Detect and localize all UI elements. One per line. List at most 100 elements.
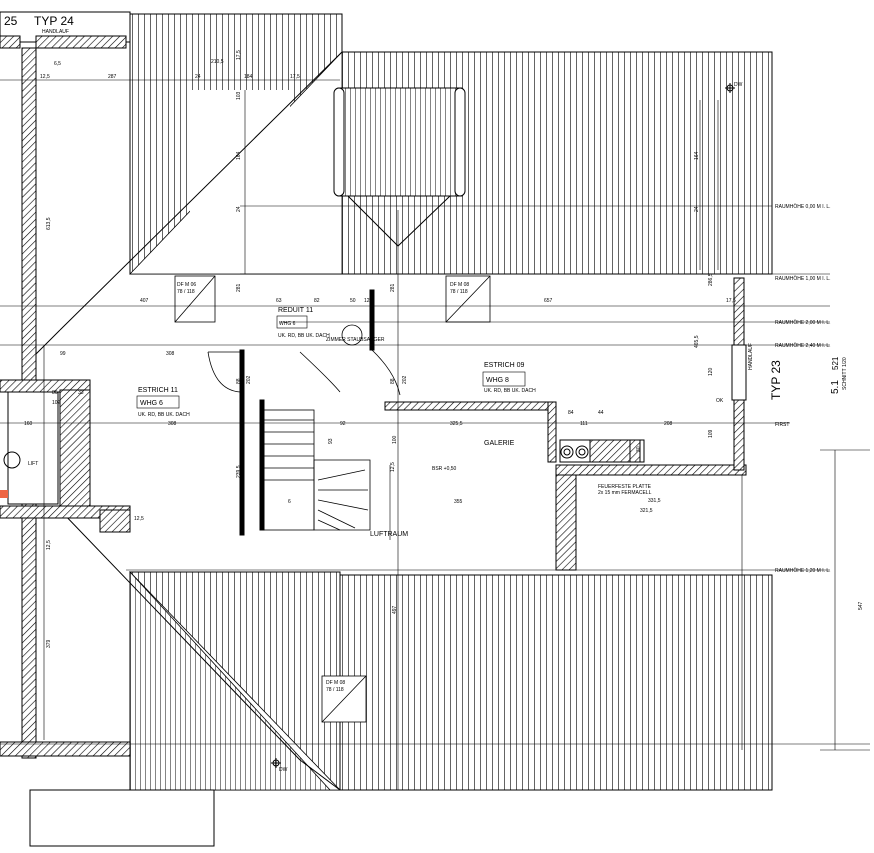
dim-3215: 321,5 bbox=[640, 508, 653, 514]
raumhoehe-12: RAUMHÖHE 1,20 M I. L. bbox=[775, 567, 831, 574]
dim-175c: 17,5 bbox=[726, 298, 736, 304]
dim-210: 210,5 bbox=[211, 59, 224, 65]
window-top1-size: 78 / 118 bbox=[177, 289, 195, 295]
dim-24b: 24 bbox=[236, 206, 242, 212]
vertical-lines bbox=[43, 90, 870, 790]
dim-379: 379 bbox=[46, 639, 52, 648]
window-top1-id: DF M 06 bbox=[177, 282, 196, 288]
ok-label: OK bbox=[716, 398, 724, 404]
notes: FIRST FEUERFESTE PLATTE 2x 15 mm FERMACE… bbox=[279, 82, 789, 773]
dim-160: 160 bbox=[24, 421, 33, 427]
dim-208: 208 bbox=[664, 421, 673, 427]
dim-82: 82 bbox=[314, 298, 320, 304]
dim-3255: 325,5 bbox=[450, 421, 463, 427]
window-bottom-id: DF M 08 bbox=[326, 680, 345, 686]
dim-100: 100 bbox=[392, 435, 398, 444]
dim-84: 84 bbox=[568, 410, 574, 416]
raumhoehe-2: RAUMHÖHE 2,00 M I. L. bbox=[775, 319, 831, 326]
dim-99: 99 bbox=[60, 351, 66, 357]
lift-label: LIFT bbox=[28, 461, 38, 467]
fermacell-label: 2x 15 mm FERMACELL bbox=[598, 490, 652, 496]
dim-103: 103 bbox=[236, 91, 242, 100]
dim-184: 184 bbox=[244, 74, 253, 80]
estrich-09-info: UK. RD, BB UK. DACH bbox=[484, 388, 536, 394]
dim-125a: 12,5 bbox=[40, 74, 50, 80]
estrich-09-whg: WHG 8 bbox=[486, 377, 509, 384]
markers bbox=[271, 83, 735, 768]
dim-175a: 17,5 bbox=[236, 50, 242, 60]
window-bottom-size: 78 / 118 bbox=[326, 687, 344, 693]
dim-6135: 613,5 bbox=[46, 217, 52, 230]
dim-30: 30 bbox=[636, 446, 642, 452]
dim-657: 657 bbox=[544, 298, 553, 304]
dim-308b: 308 bbox=[168, 421, 177, 427]
dim-24a: 24 bbox=[195, 74, 201, 80]
raumhoehe-24: RAUMHÖHE 2,40 M I. L. bbox=[775, 342, 831, 349]
reduit-whg: WHG 6 bbox=[279, 321, 296, 327]
dim-2395: 239,5 bbox=[236, 465, 242, 478]
dim-125d: 12,5 bbox=[134, 516, 144, 522]
typ-23-label: TYP 23 bbox=[769, 360, 783, 400]
typ-24-label: TYP 24 bbox=[34, 14, 74, 28]
height-lines bbox=[0, 79, 870, 745]
dim-92: 92 bbox=[340, 421, 346, 427]
dim-202b: 202 bbox=[402, 375, 408, 384]
window-top2-id: DF M 08 bbox=[450, 282, 469, 288]
dim-93: 93 bbox=[328, 438, 334, 444]
left-walls bbox=[0, 11, 215, 847]
dimensions-horizontal: 287 210,5 6,5 12,5 24 184 17,5 407 63 82… bbox=[24, 59, 736, 522]
dim-308a: 308 bbox=[166, 351, 175, 357]
dim-547: 547 bbox=[858, 601, 864, 610]
dim-287: 287 bbox=[108, 74, 117, 80]
roof-ridge-lines bbox=[34, 51, 343, 791]
roof-windows bbox=[174, 275, 491, 723]
dim-24c: 24 bbox=[694, 206, 700, 212]
dim-281b: 281 bbox=[390, 283, 396, 292]
dim-164b: 164 bbox=[694, 151, 700, 160]
header-labels: 25 TYP 24 HANDLAUF bbox=[4, 14, 74, 35]
dim-50: 50 bbox=[350, 298, 356, 304]
dim-125c: 12,5 bbox=[390, 462, 396, 472]
dim-109: 109 bbox=[708, 429, 714, 438]
estrich-11-info: UK. RD, BB UK. DACH bbox=[138, 412, 190, 418]
dim-44: 44 bbox=[598, 410, 604, 416]
dim-3315: 331,5 bbox=[648, 498, 661, 504]
luftraum-label: LUFTRAUM bbox=[370, 531, 408, 538]
dim-4655: 465,5 bbox=[694, 335, 700, 348]
dim-407: 407 bbox=[140, 298, 149, 304]
schnitt-label: SCHNITT 1/20 bbox=[842, 357, 848, 390]
dim-355: 355 bbox=[454, 499, 463, 505]
dim-202a: 202 bbox=[246, 375, 252, 384]
room-labels: ESTRICH 11 WHG 6 UK. RD, BB UK. DACH EST… bbox=[28, 307, 536, 538]
dim-175b: 17,5 bbox=[290, 74, 300, 80]
staircase bbox=[263, 409, 371, 531]
side-label: TYP 23 5.1 521 SCHNITT 1/20 bbox=[769, 356, 848, 400]
handlauf-side-label: HANDLAUF bbox=[748, 343, 754, 370]
reduit-info: UK. RD, BB UK. DACH bbox=[278, 333, 330, 339]
dim-111: 111 bbox=[580, 421, 588, 427]
estrich-09-name: ESTRICH 09 bbox=[484, 362, 525, 369]
dw-bottom-label: DW bbox=[279, 767, 288, 773]
estrich-11-name: ESTRICH 11 bbox=[138, 387, 178, 394]
window-top2-size: 78 / 118 bbox=[450, 289, 468, 295]
dim-102: 102 bbox=[52, 400, 61, 406]
dim-125b: 12,5 bbox=[364, 298, 374, 304]
dim-120: 120 bbox=[708, 367, 714, 376]
typ-25-label: 25 bbox=[4, 14, 18, 28]
dimensions-vertical: 17,5 103 164 24 164 24 613,5 281 281 286… bbox=[46, 50, 864, 648]
handlauf-header: HANDLAUF bbox=[42, 29, 69, 35]
dormer bbox=[333, 87, 466, 247]
section-sub: 521 bbox=[831, 356, 840, 370]
dim-86: 86 bbox=[52, 390, 58, 396]
dim-125e: 12,5 bbox=[46, 540, 52, 550]
dim-63: 63 bbox=[276, 298, 282, 304]
dim-164a: 164 bbox=[236, 151, 242, 160]
dim-33: 33 bbox=[78, 390, 84, 396]
dw-top-label: DW bbox=[734, 82, 743, 88]
roof-hatch-bottom bbox=[129, 570, 773, 791]
raumhoehe-1: RAUMHÖHE 1,00 M I. L. bbox=[775, 275, 831, 282]
zimmer-label: ZIMMER STAUBSAUGER bbox=[326, 337, 385, 343]
feuerfest-label: FEUERFESTE PLATTE bbox=[598, 484, 652, 490]
section-number: 5.1 bbox=[830, 380, 841, 394]
